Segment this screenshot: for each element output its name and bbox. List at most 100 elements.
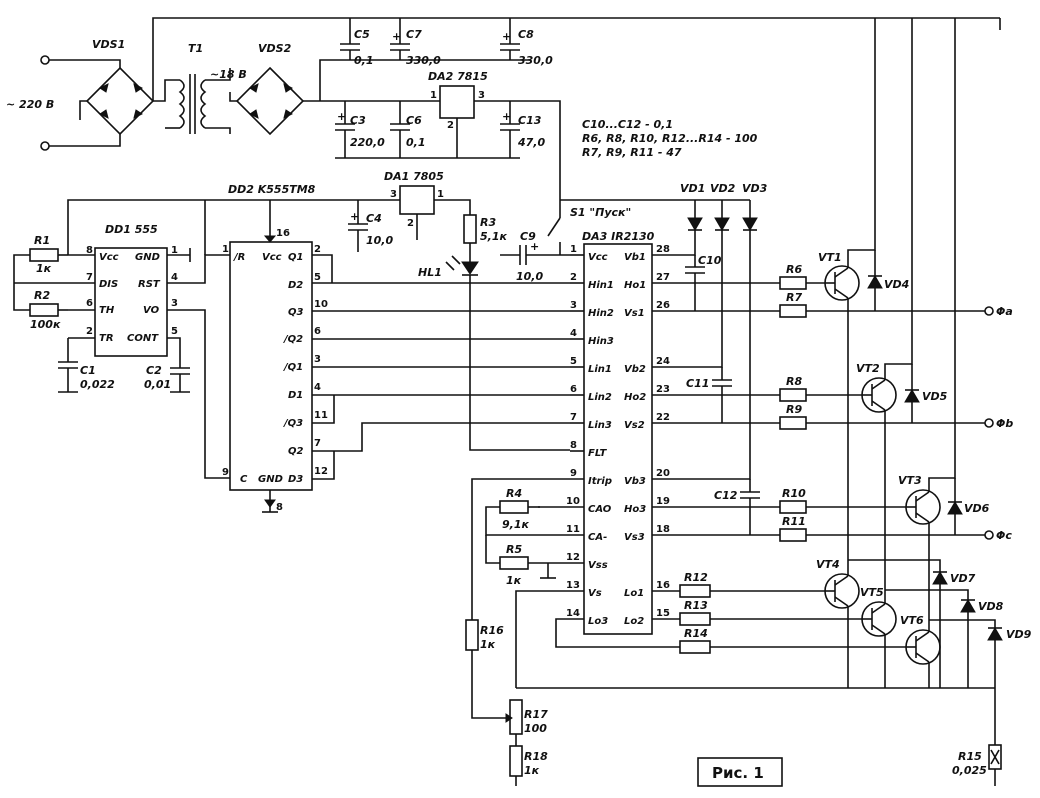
pin-dd2-nq2: /Q2: [283, 334, 303, 345]
pin-num-da3-12: 12: [566, 552, 580, 563]
pin-dd2-d2: D2: [288, 280, 303, 291]
pin-num-dd1-8: 8: [86, 245, 93, 256]
pin-num-da3-19: 19: [656, 496, 670, 507]
note-capacitors: C10...C12 - 0,1: [582, 118, 673, 131]
pin-da3-lo1: Lo1: [624, 588, 644, 599]
pin-num-dd2-16: 16: [276, 228, 290, 239]
value-r17: 100: [524, 722, 547, 735]
regulator-da1: DD2 K555TM8 DA1 7805 3 1 2: [67, 170, 471, 255]
label-da2: DA2 7815: [428, 70, 488, 83]
label-vt2: VT2: [856, 362, 880, 375]
pin-dd2-q3: Q3: [288, 307, 304, 318]
capacitor-c4: + C4 10,0: [348, 200, 393, 252]
led-hl1: HL1: [418, 255, 570, 451]
diode-vd7: VD7: [848, 559, 976, 688]
pin-num-dd2-12: 12: [314, 466, 328, 477]
label-r10: R10: [782, 487, 806, 500]
transistor-vt3: VT3: [898, 18, 956, 535]
mains-terminal-bottom: [40, 141, 50, 151]
resistor-r5: R5 1к: [499, 543, 529, 587]
transistor-vt2: VT2: [856, 18, 913, 423]
pin-num-da3-13: 13: [566, 580, 580, 591]
label-r2: R2: [34, 289, 50, 302]
label-c5: C5: [354, 28, 370, 41]
pin-da3-vs1: Vs1: [624, 308, 645, 319]
label-r14: R14: [684, 627, 708, 640]
value-r16: 1к: [480, 638, 496, 651]
value-c1: 0,022: [80, 378, 115, 391]
value-c9: 10,0: [516, 270, 543, 283]
capacitor-c12: C12: [714, 479, 760, 535]
label-vd4: VD4: [884, 278, 909, 291]
label-r17: R17: [524, 708, 548, 721]
label-dd1: DD1 555: [105, 223, 158, 236]
resistor-r3: R3 5,1к: [463, 214, 507, 262]
label-c6: C6: [406, 114, 422, 127]
pin-da3-lo3: Lo3: [588, 616, 608, 627]
label-c12: C12: [714, 489, 738, 502]
pin-num-dd2-2: 2: [314, 244, 321, 255]
pin-da1-2: 2: [407, 218, 414, 229]
pin-num-dd1-5: 5: [171, 326, 178, 337]
pin-da3-hin3: Hin3: [588, 336, 614, 347]
label-t1: T1: [188, 42, 203, 55]
pin-num-da3-6: 6: [570, 384, 577, 395]
pin-da3-hin2: Hin2: [588, 308, 614, 319]
label-vd5: VD5: [922, 390, 948, 403]
label-c9: C9: [520, 230, 536, 243]
pin-dd2-gnd: GND: [258, 474, 283, 485]
polarity-c7: +: [392, 30, 401, 43]
pin-num-da3-14: 14: [566, 608, 580, 619]
pin-da3-vs2: Vs2: [624, 420, 645, 431]
value-r15: 0,025: [952, 764, 987, 777]
label-hl1: HL1: [418, 266, 442, 279]
pin-da3-itrip: Itrip: [588, 476, 612, 487]
value-c13: 47,0: [517, 136, 545, 149]
pin-dd1-vcc: Vcc: [99, 252, 119, 263]
pin-num-da3-27: 27: [656, 272, 670, 283]
label-vds2: VDS2: [258, 42, 292, 55]
pin-num-dd2-10: 10: [314, 299, 328, 310]
label-vd8: VD8: [978, 600, 1004, 613]
value-c5: 0,1: [354, 54, 374, 67]
label-c8: C8: [518, 28, 534, 41]
pin-num-dd2-8: 8: [276, 502, 283, 513]
polarity-c8: +: [502, 30, 511, 43]
label-phase-b: Φb: [996, 417, 1013, 430]
pin-dd2-d1: D1: [288, 390, 303, 401]
pin-da3-vb3: Vb3: [624, 476, 646, 487]
label-phase-c: Φc: [996, 529, 1012, 542]
resistor-r4: R4 9,1к: [499, 487, 540, 531]
pin-da3-vcc: Vcc: [588, 252, 608, 263]
label-phase-a: Φa: [996, 305, 1013, 318]
pin-num-da3-4: 4: [570, 328, 577, 339]
label-vd9: VD9: [1006, 628, 1032, 641]
label-dd2: DD2 K555TM8: [228, 183, 316, 196]
pin-da3-lin1: Lin1: [588, 364, 612, 375]
label-vt4: VT4: [816, 558, 840, 571]
pin-num-da3-5: 5: [570, 356, 577, 367]
polarity-c9: +: [530, 240, 539, 253]
label-r15: R15: [958, 750, 982, 763]
pin-da2-3: 3: [478, 90, 485, 101]
label-r3: R3: [480, 216, 496, 229]
bridge-vds1: VDS1: [79, 17, 1000, 136]
label-secondary: ~18 В: [210, 68, 247, 81]
pin-da3-vss: Vss: [588, 560, 608, 571]
label-vt3: VT3: [898, 474, 922, 487]
value-r3: 5,1к: [480, 230, 507, 243]
pin-da1-1: 1: [437, 189, 444, 200]
figure-caption: Рис. 1: [697, 757, 783, 787]
pin-num-da3-2: 2: [570, 272, 577, 283]
pin-num-da3-28: 28: [656, 244, 670, 255]
label-da1: DA1 7805: [384, 170, 444, 183]
capacitor-c2: C2 0,01: [144, 364, 190, 393]
label-c3: C3: [350, 114, 366, 127]
pin-num-dd1-1: 1: [171, 245, 178, 256]
pin-num-da3-10: 10: [566, 496, 580, 507]
pin-da3-flt: FLT: [588, 448, 608, 459]
value-r4: 9,1к: [502, 518, 529, 531]
bridge-vds2: VDS2: [229, 42, 530, 136]
value-c8: 330,0: [518, 54, 553, 67]
